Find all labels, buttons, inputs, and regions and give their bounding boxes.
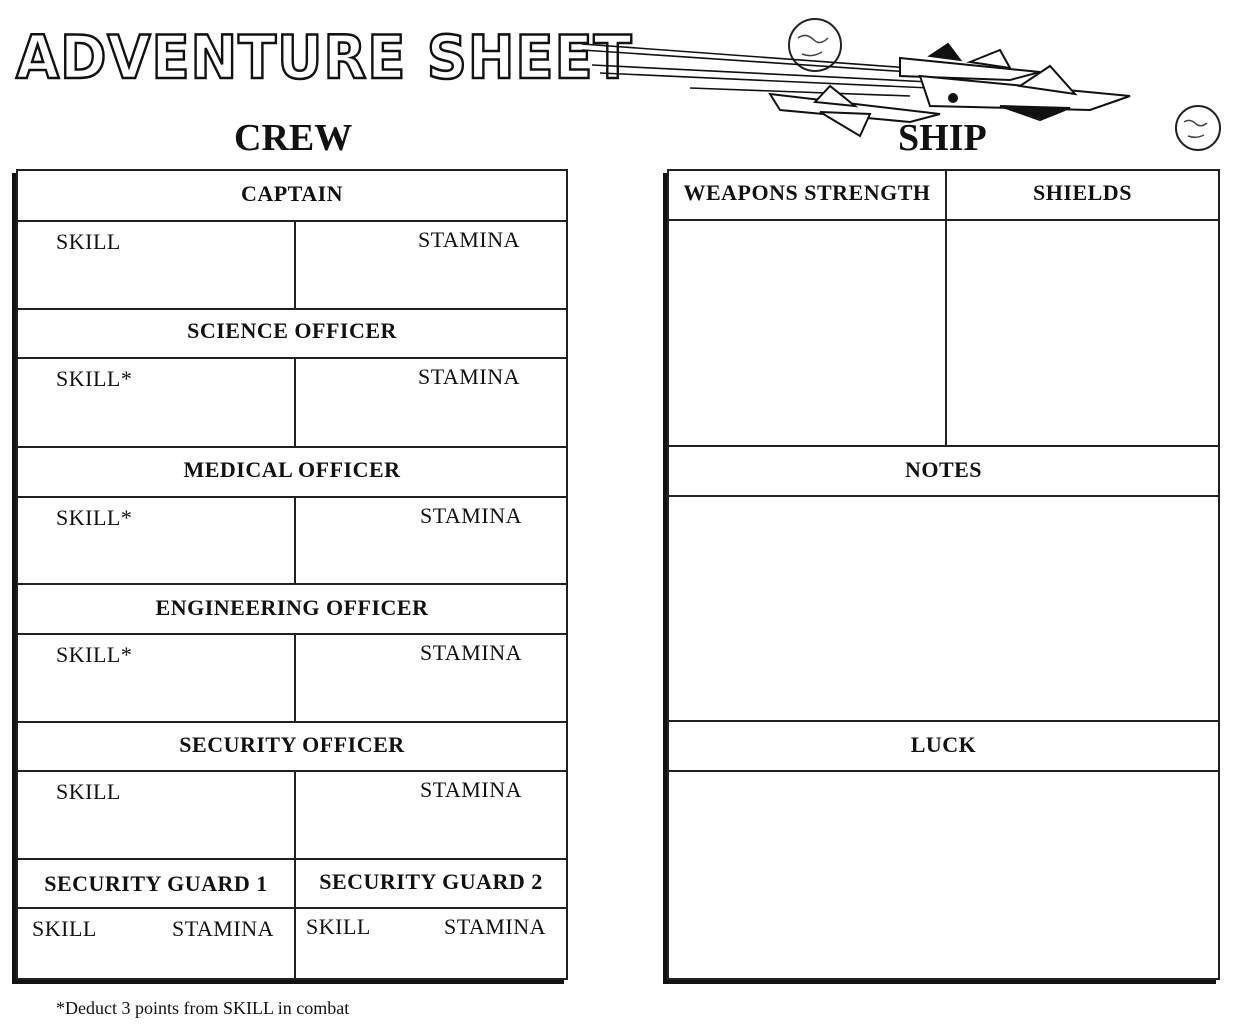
skill-label: SKILL — [306, 914, 371, 939]
stamina-label: STAMINA — [418, 364, 520, 389]
sheet-title: ADVENTURE SHEET — [15, 22, 633, 95]
skill-label: SKILL* — [56, 505, 133, 530]
stamina-label: STAMINA — [418, 227, 520, 252]
stamina-label: STAMINA — [444, 914, 546, 939]
skill-label: SKILL — [56, 779, 121, 804]
crew-heading: CREW — [234, 117, 353, 159]
footnote: *Deduct 3 points from SKILL in combat — [56, 998, 350, 1018]
stamina-label: STAMINA — [420, 503, 522, 528]
crew-panel: CAPTAIN SKILL STAMINA SCIENCE OFFICER SK… — [16, 169, 568, 980]
officer-title: ENGINEERING OFFICER — [155, 595, 429, 620]
moon-icon — [1175, 105, 1221, 151]
weapons-strength-label: WEAPONS STRENGTH — [683, 180, 931, 205]
rocket-icon — [768, 84, 941, 138]
officer-title: SCIENCE OFFICER — [187, 318, 397, 343]
skill-label: SKILL — [32, 916, 97, 941]
planet-icon — [788, 18, 842, 72]
spaceship-illustration — [581, 18, 1221, 151]
stamina-label: STAMINA — [420, 640, 522, 665]
officer-title: SECURITY OFFICER — [179, 732, 405, 757]
ship-heading: SHIP — [898, 117, 987, 159]
ship-panel: WEAPONS STRENGTH SHIELDS NOTES LUCK — [667, 169, 1220, 980]
skill-label: SKILL — [56, 229, 121, 254]
luck-label: LUCK — [910, 732, 977, 757]
officer-title: MEDICAL OFFICER — [183, 457, 401, 482]
skill-label: SKILL* — [56, 366, 133, 391]
guard-title: SECURITY GUARD 2 — [319, 869, 543, 894]
stamina-label: STAMINA — [172, 916, 274, 941]
officer-title: CAPTAIN — [240, 181, 344, 206]
rocket-icon — [918, 64, 1131, 122]
guard-title: SECURITY GUARD 1 — [44, 871, 268, 896]
notes-label: NOTES — [904, 457, 983, 482]
shields-label: SHIELDS — [1033, 180, 1132, 205]
rocket-icon — [899, 42, 1041, 82]
skill-label: SKILL* — [56, 642, 133, 667]
stamina-label: STAMINA — [420, 777, 522, 802]
